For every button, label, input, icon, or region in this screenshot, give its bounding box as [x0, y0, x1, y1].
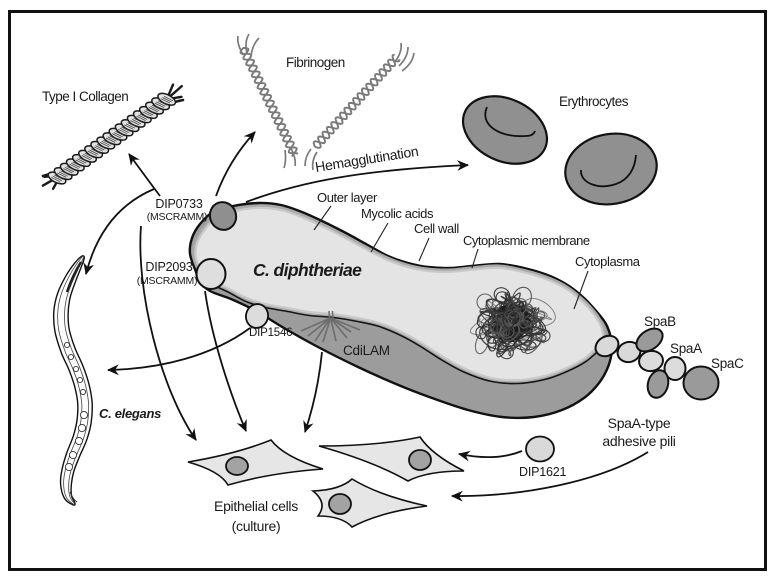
svg-text:Epithelial cells: Epithelial cells: [214, 498, 298, 514]
svg-text:SpaC: SpaC: [711, 356, 744, 371]
svg-text:DIP1546: DIP1546: [249, 327, 292, 339]
svg-text:(MSCRAMM): (MSCRAMM): [147, 211, 208, 223]
svg-text:Cytoplasma: Cytoplasma: [575, 254, 641, 269]
svg-text:(culture): (culture): [232, 518, 281, 534]
svg-text:SpaB: SpaB: [644, 314, 676, 329]
svg-text:Type I Collagen: Type I Collagen: [42, 89, 128, 104]
svg-text:SpaA-type: SpaA-type: [608, 415, 671, 431]
svg-text:Mycolic acids: Mycolic acids: [361, 206, 434, 221]
svg-text:SpaA: SpaA: [670, 341, 702, 356]
svg-text:DIP1621: DIP1621: [519, 465, 566, 479]
svg-text:DIP2093: DIP2093: [145, 260, 192, 274]
svg-text:adhesive pili: adhesive pili: [602, 433, 675, 449]
svg-text:Fibrinogen: Fibrinogen: [286, 55, 345, 70]
svg-text:Outer layer: Outer layer: [317, 190, 378, 205]
svg-text:CdiLAM: CdiLAM: [343, 343, 390, 358]
svg-text:Erythrocytes: Erythrocytes: [559, 94, 629, 109]
svg-text:C. elegans: C. elegans: [99, 406, 161, 421]
svg-text:C. diphtheriae: C. diphtheriae: [253, 260, 362, 280]
svg-text:Cell wall: Cell wall: [414, 221, 459, 236]
svg-text:Cytoplasmic membrane: Cytoplasmic membrane: [463, 233, 590, 248]
svg-text:DIP0733: DIP0733: [155, 197, 202, 211]
svg-text:(MSCRAMM): (MSCRAMM): [137, 275, 198, 287]
